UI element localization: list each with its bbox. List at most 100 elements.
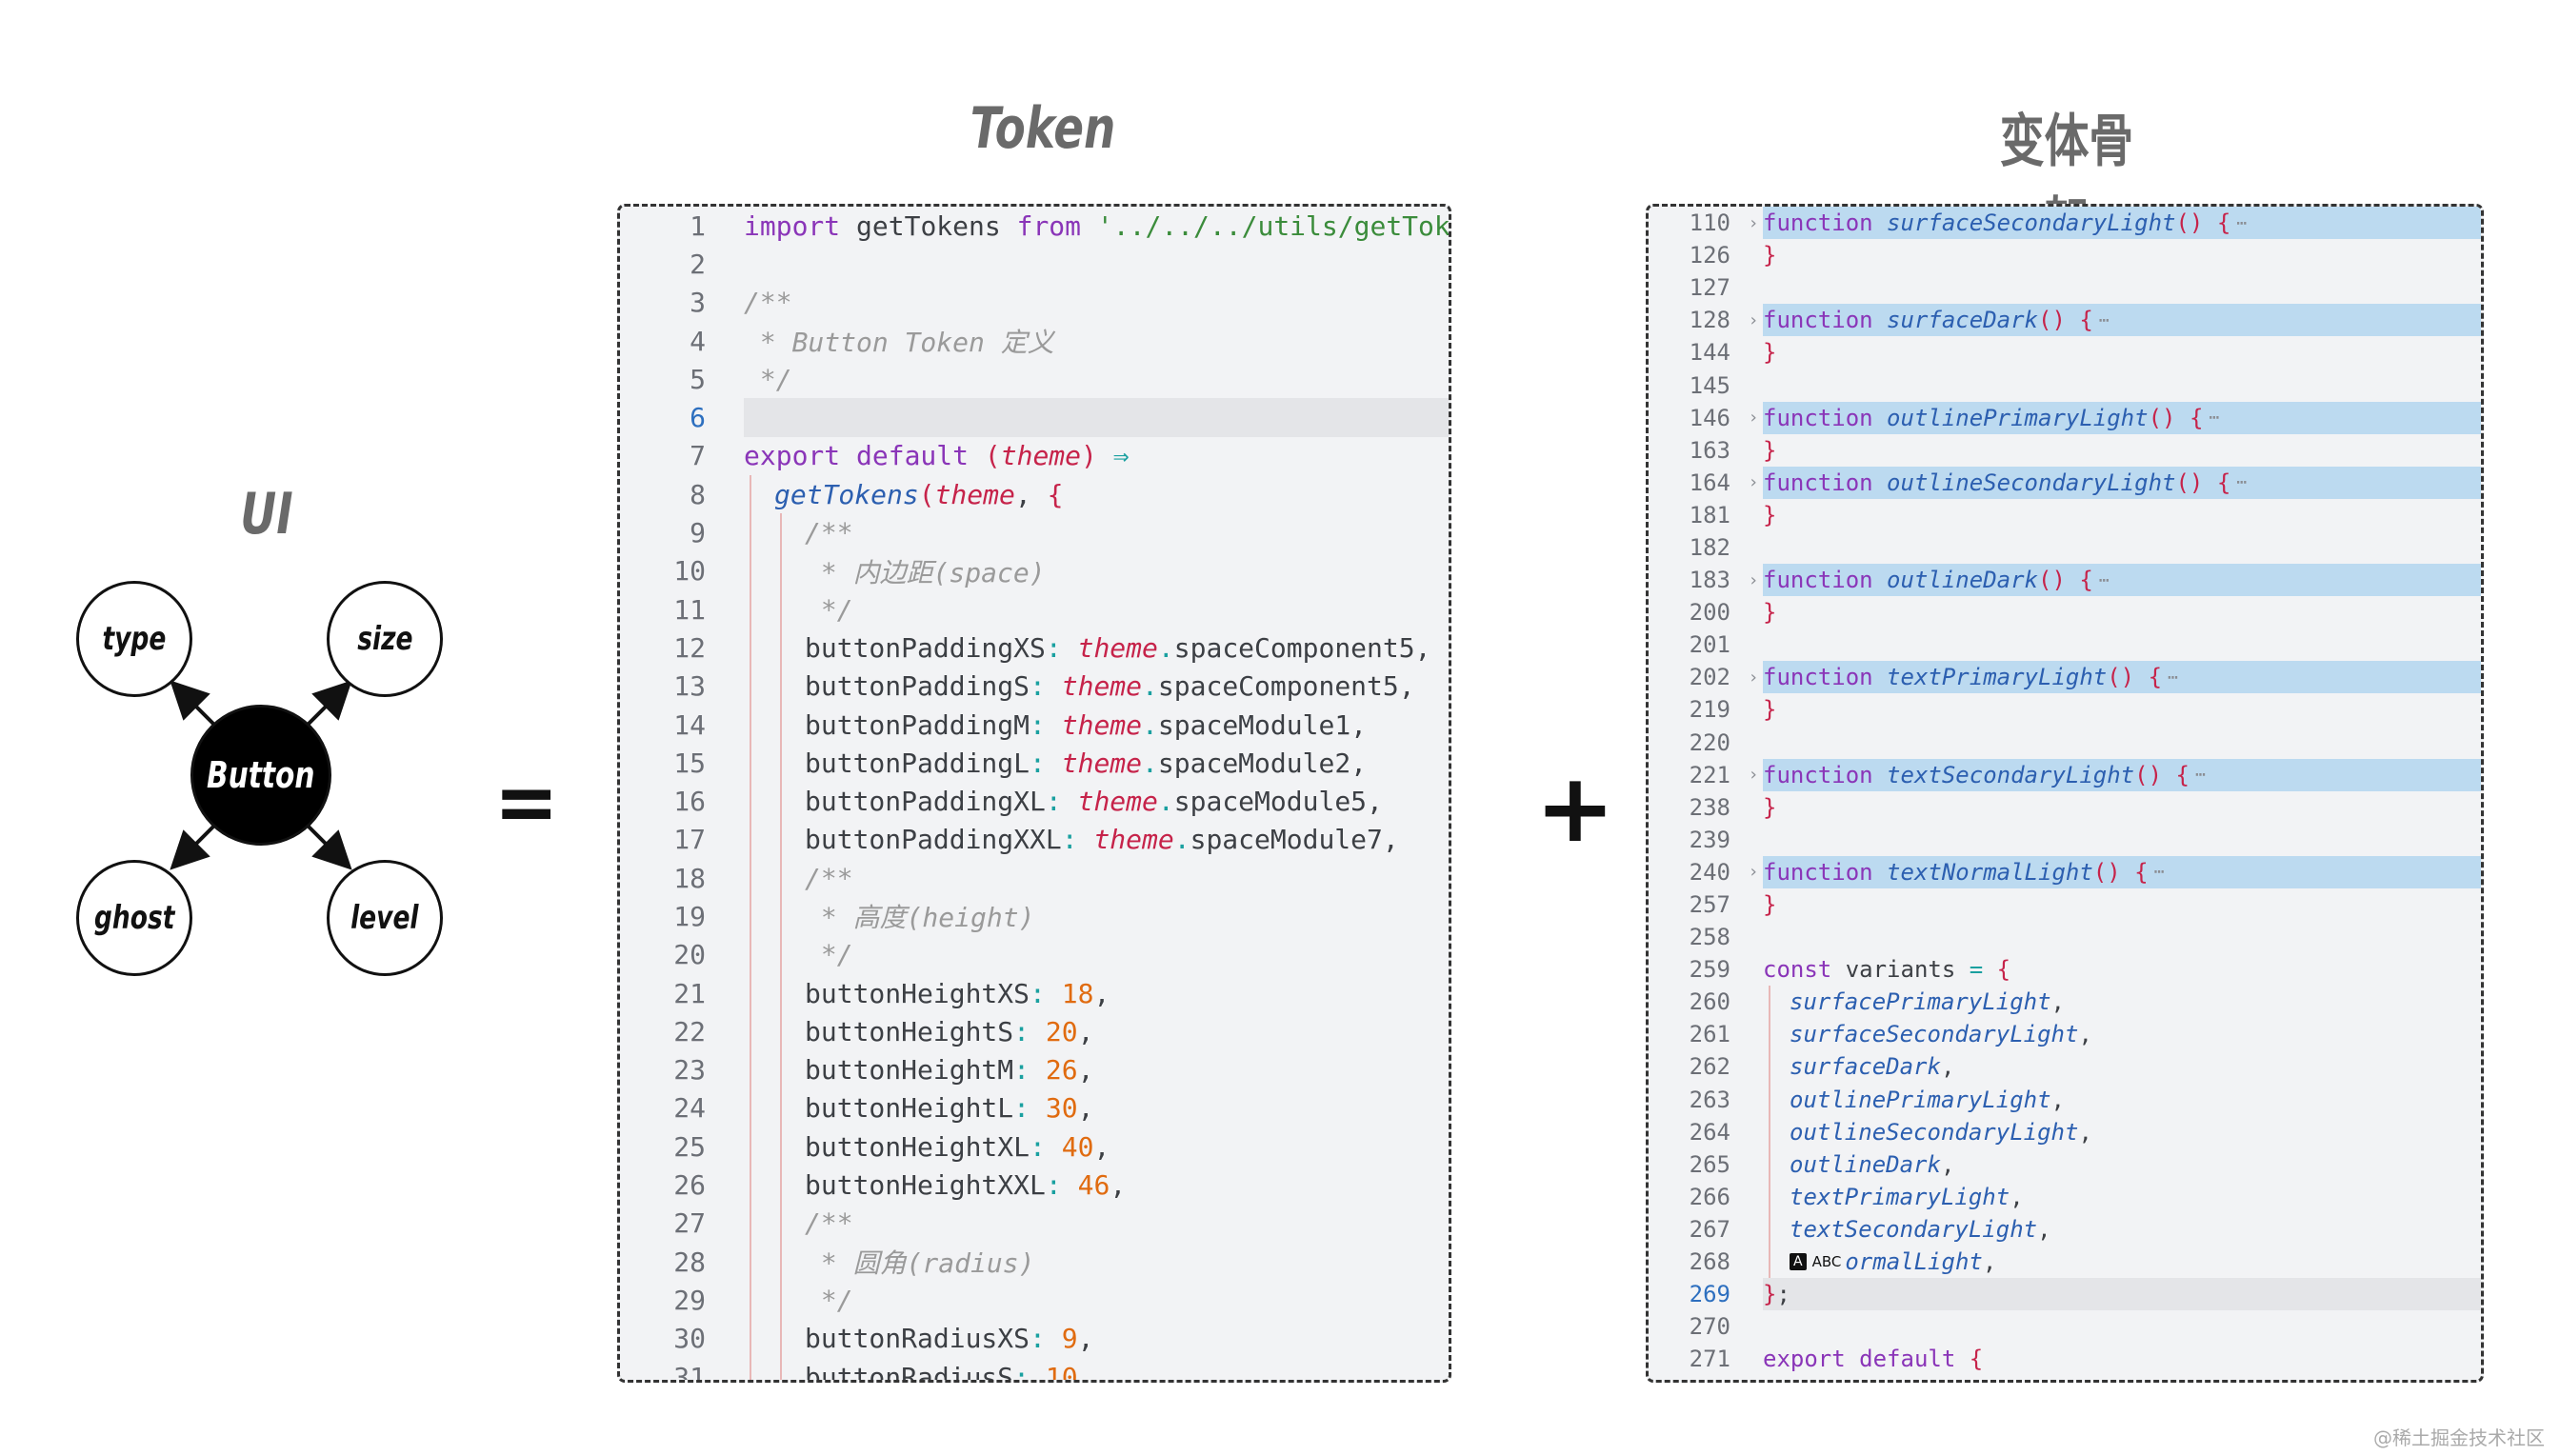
line-number: 145: [1689, 371, 1730, 399]
line-number: 262: [1689, 1053, 1730, 1081]
folded-ellipsis-icon[interactable]: ⋯: [2194, 765, 2206, 786]
node-level-label: level: [350, 899, 419, 937]
indent-guide: [750, 1319, 751, 1358]
line-number: 182: [1689, 533, 1730, 561]
code-token: :: [1013, 1361, 1046, 1383]
ui-diagram: type size ghost level Button: [57, 562, 476, 1000]
code-line: 128›function surfaceDark() {⋯: [1649, 304, 2481, 337]
code-token: from: [1016, 209, 1097, 242]
code-token: :: [1013, 1092, 1046, 1125]
line-number: 6: [690, 402, 706, 434]
code-token: }: [1763, 436, 1777, 464]
code-token: outlineDark: [1790, 1150, 1941, 1178]
code-text: buttonHeightM: 26,: [744, 1050, 1449, 1089]
indent-guide: [780, 973, 782, 1013]
line-number: 11: [673, 593, 706, 626]
folded-ellipsis-icon[interactable]: ⋯: [2236, 472, 2248, 493]
code-token: getTokens: [774, 478, 919, 510]
code-text: }: [1763, 499, 2481, 531]
code-line: 270: [1649, 1310, 2481, 1343]
fold-chevron-icon[interactable]: ›: [1748, 765, 1759, 786]
folded-ellipsis-icon[interactable]: ⋯: [2098, 309, 2110, 330]
indent-guide: [780, 628, 782, 668]
line-number: 127: [1689, 274, 1730, 302]
folded-ellipsis-icon[interactable]: ⋯: [2098, 569, 2110, 590]
folded-ellipsis-icon[interactable]: ⋯: [2168, 667, 2178, 688]
code-token: }: [1763, 599, 1777, 627]
code-line: 19 * 高度(height): [620, 897, 1449, 936]
code-text: function surfaceDark() {⋯: [1763, 304, 2481, 337]
code-line: 181}: [1649, 499, 2481, 531]
node-button-label: Button: [207, 754, 315, 796]
code-token: textPrimaryLight: [1887, 664, 2108, 691]
ui-heading: UI: [240, 481, 293, 548]
fold-chevron-icon[interactable]: ›: [1748, 408, 1759, 429]
code-token: surfaceSecondaryLight: [1887, 209, 2176, 237]
code-text: buttonPaddingXS: theme.spaceComponent5,: [744, 628, 1449, 668]
indent-guide: [750, 1243, 751, 1282]
code-token: ,: [2078, 1021, 2092, 1048]
code-token: :: [1030, 747, 1062, 779]
code-token: }: [1763, 339, 1777, 367]
indent-guide: [780, 589, 782, 629]
code-line: 258: [1649, 921, 2481, 953]
code-token: :: [1013, 1054, 1046, 1087]
line-number: 259: [1689, 956, 1730, 984]
code-token: :: [1030, 708, 1062, 741]
node-size-label: size: [356, 620, 413, 658]
fold-chevron-icon[interactable]: ›: [1748, 862, 1759, 883]
code-text: function outlineSecondaryLight() {⋯: [1763, 466, 2481, 499]
code-text: * 内边距(space): [744, 551, 1449, 590]
code-token: () {: [2107, 664, 2163, 691]
code-token: () {: [2175, 469, 2231, 496]
folded-ellipsis-icon[interactable]: ⋯: [2209, 408, 2220, 429]
indent-guide: [750, 1281, 751, 1320]
line-number: 271: [1689, 1346, 1730, 1373]
fold-chevron-icon[interactable]: ›: [1748, 667, 1759, 688]
folded-ellipsis-icon[interactable]: ⋯: [2153, 862, 2165, 883]
indent-guide: [780, 1050, 782, 1089]
code-token: * 圆角(radius): [805, 1247, 1035, 1280]
code-token: surfaceSecondaryLight: [1790, 1021, 2079, 1048]
line-number: 265: [1689, 1150, 1730, 1178]
code-token: .: [1157, 631, 1174, 664]
line-number: 238: [1689, 793, 1730, 821]
fold-chevron-icon[interactable]: ›: [1748, 212, 1759, 233]
code-text: buttonHeightXXL: 46,: [744, 1166, 1449, 1205]
line-number: 21: [673, 977, 706, 1009]
code-token: * 内边距(space): [805, 556, 1046, 588]
code-token: ,: [1093, 1130, 1110, 1163]
fold-chevron-icon[interactable]: ›: [1748, 472, 1759, 493]
code-text: */: [744, 360, 1449, 398]
code-line: 20 */: [620, 935, 1449, 974]
code-token: function: [1763, 404, 1888, 431]
indent-guide: [750, 1012, 751, 1051]
code-line: 127: [1649, 271, 2481, 304]
code-token: export default: [744, 440, 985, 472]
line-number: 239: [1689, 826, 1730, 853]
fold-chevron-icon[interactable]: ›: [1748, 309, 1759, 330]
indent-guide: [780, 705, 782, 745]
code-token: buttonPaddingXXL: [805, 824, 1062, 856]
line-number: 15: [673, 747, 706, 779]
code-token: spaceComponent5,: [1157, 670, 1415, 703]
code-token: function: [1763, 307, 1888, 334]
code-token: theme: [1093, 824, 1174, 856]
indent-guide: [780, 935, 782, 974]
indent-guide: [750, 1204, 751, 1244]
line-number: 16: [673, 786, 706, 818]
fold-chevron-icon[interactable]: ›: [1748, 569, 1759, 590]
code-text: /**: [744, 1204, 1449, 1244]
indent-guide: [1769, 1050, 1770, 1084]
line-number: 268: [1689, 1248, 1730, 1276]
folded-ellipsis-icon[interactable]: ⋯: [2236, 212, 2248, 233]
